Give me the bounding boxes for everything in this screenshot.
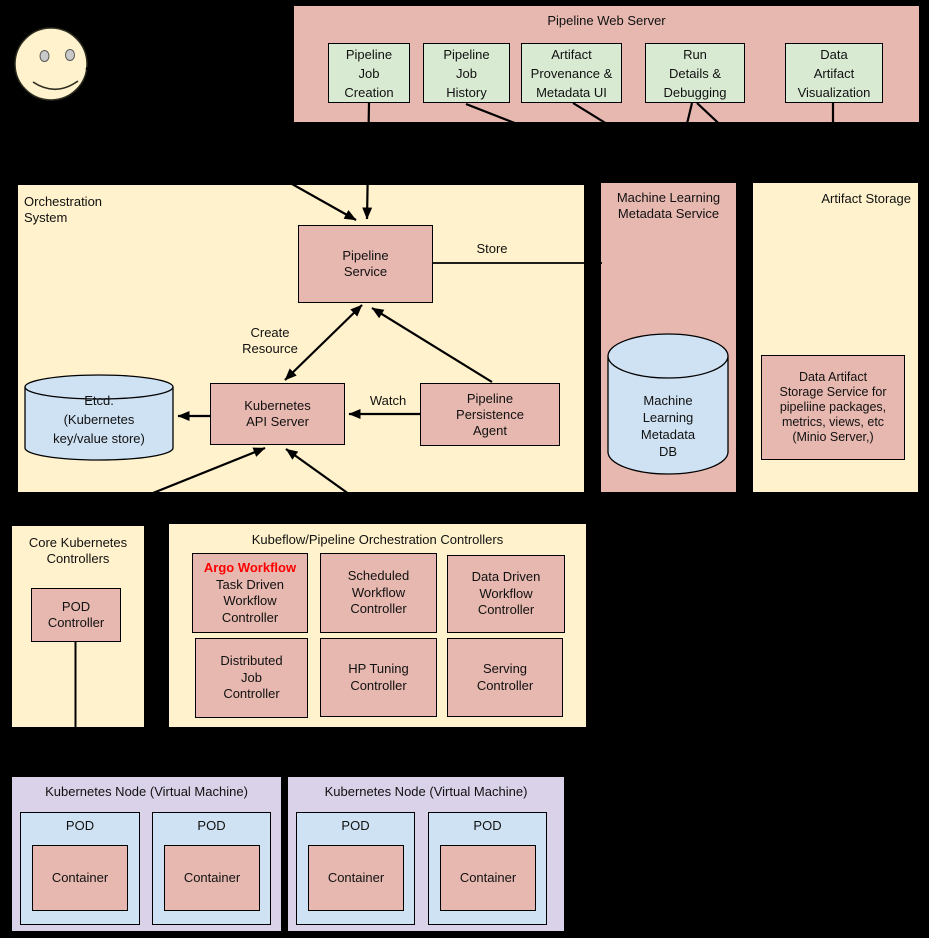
container-box: Container bbox=[32, 845, 128, 911]
hp-tuning-controller-box: HP Tuning Controller bbox=[320, 638, 437, 717]
pod-controller-box: POD Controller bbox=[31, 588, 121, 642]
core-kubernetes-controllers-title: Core Kubernetes Controllers bbox=[28, 535, 128, 566]
ml-metadata-db-label: Machine Learning Metadata DB bbox=[640, 393, 696, 459]
serving-controller-box: Serving Controller bbox=[447, 638, 563, 717]
module-run-details-debugging: Run Details & Debugging bbox=[645, 43, 745, 103]
container-box: Container bbox=[164, 845, 260, 911]
data-artifact-storage-service-box: Data Artifact Storage Service for pipeli… bbox=[761, 355, 905, 460]
container-box: Container bbox=[440, 845, 536, 911]
scheduled-workflow-controller-box: Scheduled Workflow Controller bbox=[320, 553, 437, 633]
watch-label: Watch bbox=[369, 393, 407, 408]
container-box: Container bbox=[308, 845, 404, 911]
module-data-artifact-visualization: Data Artifact Visualization bbox=[785, 43, 883, 103]
pipeline-service-box: Pipeline Service bbox=[298, 225, 433, 303]
distributed-job-controller-box: Distributed Job Controller bbox=[195, 638, 308, 718]
artifact-storage-title: Artifact Storage bbox=[821, 191, 911, 206]
create-resource-label: Create Resource bbox=[242, 325, 298, 356]
etcd-label: Etcd. (Kubernetes key/value store) bbox=[53, 393, 145, 446]
pod-label: POD bbox=[473, 818, 502, 833]
module-artifact-provenance-metadata-ui: Artifact Provenance & Metadata UI bbox=[521, 43, 622, 103]
kubernetes-node-1-title: Kubernetes Node (Virtual Machine) bbox=[45, 784, 248, 799]
pod-label: POD bbox=[197, 818, 226, 833]
kubeflow-controllers-title: Kubeflow/Pipeline Orchestration Controll… bbox=[251, 532, 504, 547]
pod-label: POD bbox=[341, 818, 370, 833]
orchestration-system-title: Orchestration System bbox=[24, 194, 103, 225]
ml-metadata-service-title: Machine Learning Metadata Service bbox=[616, 190, 721, 221]
store-label: Store bbox=[476, 241, 508, 256]
module-pipeline-job-creation: Pipeline Job Creation bbox=[328, 43, 410, 103]
smiley-face-icon bbox=[14, 27, 88, 101]
pipeline-persistence-agent-box: Pipeline Persistence Agent bbox=[420, 383, 560, 446]
data-driven-workflow-controller-box: Data Driven Workflow Controller bbox=[447, 555, 565, 633]
argo-workflow-highlight: Argo Workflow bbox=[203, 560, 297, 575]
argo-workflow-rest: Task Driven Workflow Controller bbox=[216, 576, 284, 625]
kubernetes-api-server-box: Kubernetes API Server bbox=[210, 383, 345, 445]
pod-label: POD bbox=[65, 818, 95, 833]
module-pipeline-job-history: Pipeline Job History bbox=[423, 43, 510, 103]
pipeline-web-server-title: Pipeline Web Server bbox=[547, 13, 666, 28]
kubernetes-node-2-title: Kubernetes Node (Virtual Machine) bbox=[324, 784, 528, 799]
